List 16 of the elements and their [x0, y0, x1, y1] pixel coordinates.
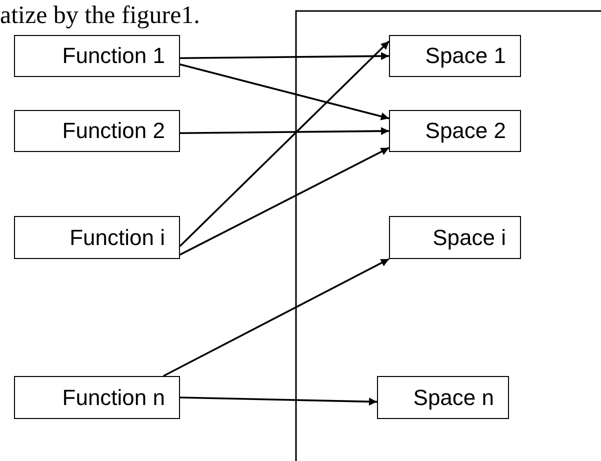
space-box: Space n	[377, 376, 509, 419]
arrow	[179, 40, 390, 247]
function-box: Function 1	[14, 35, 180, 77]
function-box: Function n	[14, 376, 180, 419]
space-box: Space i	[389, 216, 521, 259]
arrow	[180, 52, 389, 60]
arrow	[180, 147, 390, 256]
function-box: Function i	[14, 216, 180, 259]
arrow	[180, 64, 390, 120]
space-box: Space 1	[389, 35, 521, 77]
caption-text: atize by the figure1.	[0, 2, 200, 30]
space-box: Space 2	[389, 110, 521, 152]
arrow	[180, 127, 389, 136]
function-box: Function 2	[14, 110, 180, 152]
arrow	[162, 258, 390, 377]
arrow	[180, 396, 378, 406]
